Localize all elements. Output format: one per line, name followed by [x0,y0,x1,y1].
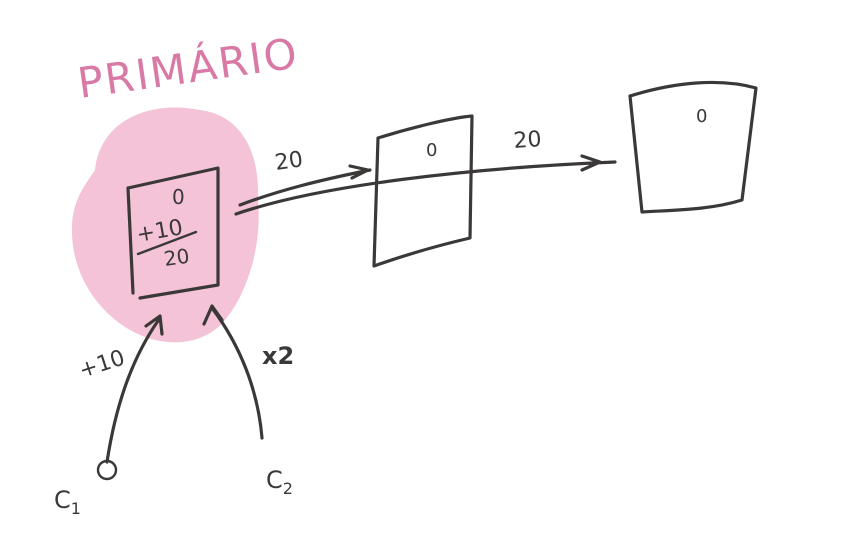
diagram-title: PRIMÁRIO [74,27,301,107]
replica-box-2 [628,80,758,214]
client-2-label: C2 [266,466,293,498]
arrow-to-replica-2 [234,154,617,216]
replica-box-1 [372,114,474,268]
primary-result-value: 20 [162,244,191,271]
arrow-client-1 [105,314,164,464]
replica-1-value: 0 [426,140,437,161]
primary-highlight [71,107,259,343]
arrow-to-replica-2-label: 20 [513,127,543,154]
primary-box [126,166,220,300]
client-1-label: C1 [54,486,81,518]
primary-sum-line [136,230,198,256]
arrow-to-replica-1 [238,164,372,207]
client-1-dot [96,459,118,481]
client-2-operation: x2 [262,342,294,370]
client-1-operation: +10 [76,346,128,384]
arrow-client-2 [202,304,264,440]
replica-2-value: 0 [696,106,707,127]
primary-top-value: 0 [172,185,185,209]
arrow-to-replica-1-label: 20 [273,147,304,176]
